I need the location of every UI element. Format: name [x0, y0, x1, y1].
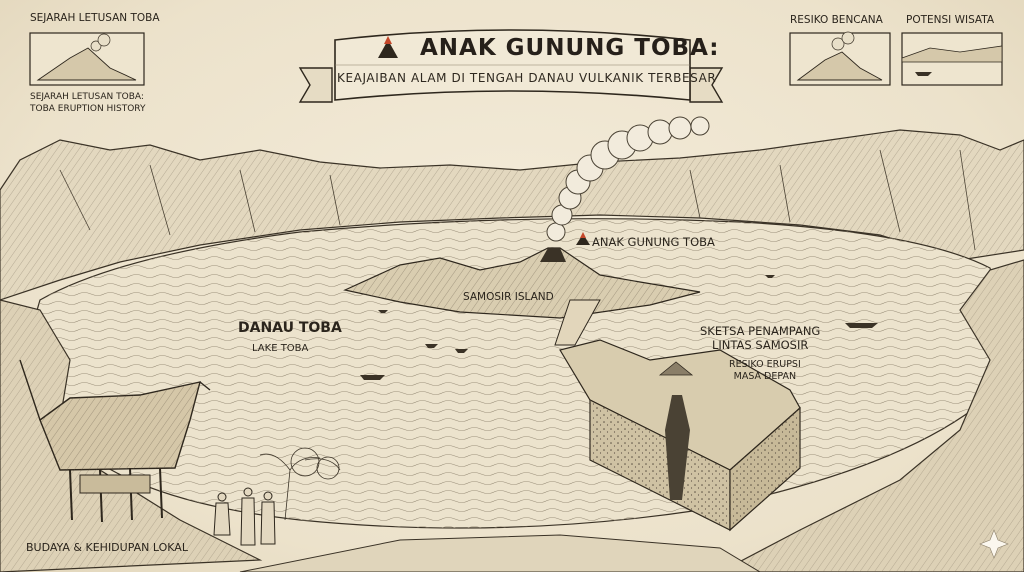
boats [360, 275, 878, 380]
volcano-label: ANAK GUNUNG TOBA [592, 235, 715, 249]
smoke-plume [546, 116, 710, 242]
history-caption-line1: SEJARAH LETUSAN TOBA: [30, 92, 144, 102]
cross-section-label-line1: SKETSA PENAMPANG [700, 324, 821, 338]
risk-eruption-line1: RESIKO ERUPSI [729, 359, 801, 370]
island-label: SAMOSIR ISLAND [463, 291, 554, 303]
trees [259, 447, 341, 521]
history-caption: SEJARAH LETUSAN TOBA: TOBA ERUPTION HIST… [30, 91, 145, 115]
cross-section-label: SKETSA PENAMPANG LINTAS SAMOSIR [700, 324, 820, 352]
tourism-panel [901, 32, 1003, 86]
volcano-marker-icon [576, 232, 590, 245]
lake-label: DANAU TOBA [238, 320, 342, 336]
local-people [213, 487, 276, 546]
title-banner [298, 29, 724, 103]
history-panel [29, 32, 145, 86]
risk-eruption-line2: MASA DEPAN [733, 371, 797, 382]
caldera-walls [0, 129, 1024, 301]
volcano-icon [378, 36, 398, 58]
risk-eruption-label: RESIKO ERUPSI MASA DEPAN [729, 359, 801, 383]
samosir-island [343, 247, 701, 319]
cross-section-label-line2: LINTAS SAMOSIR [711, 338, 809, 352]
banner-title: ANAK GUNUNG TOBA: [420, 35, 720, 61]
cross-section-block [554, 299, 801, 532]
batak-house [19, 359, 211, 523]
history-caption-line2: TOBA ERUPTION HISTORY [30, 104, 146, 114]
risk-panel [789, 31, 891, 86]
risk-panel-title: RESIKO BENCANA [790, 14, 883, 26]
lake-label-en: LAKE TOBA [252, 343, 309, 354]
tourism-panel-title: POTENSI WISATA [906, 14, 995, 26]
banner-subtitle: KEAJAIBAN ALAM DI TENGAH DANAU VULKANIK … [337, 71, 717, 85]
sparkle-icon [979, 529, 1009, 559]
culture-label: BUDAYA & KEHIDUPAN LOKAL [26, 541, 188, 554]
history-panel-title: SEJARAH LETUSAN TOBA [30, 12, 160, 24]
